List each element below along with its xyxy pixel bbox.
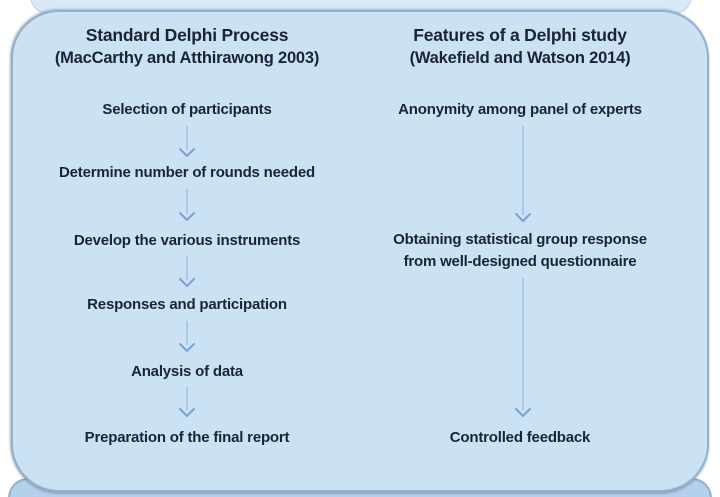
- down-arrow-icon: [514, 126, 532, 223]
- flow-step: Preparation of the final report: [84, 429, 290, 446]
- flow-step: Determine number of rounds needed: [59, 164, 315, 181]
- flow-step: Controlled feedback: [449, 429, 591, 446]
- left-column-citation: (MacCarthy and Atthirawong 2003): [54, 49, 320, 67]
- down-arrow-icon: [178, 126, 196, 158]
- left-column-standard-delphi-process: Standard Delphi Process (MacCarthy and A…: [27, 0, 347, 497]
- right-column-title: Features of a Delphi study: [413, 25, 627, 45]
- down-arrow-icon: [178, 256, 196, 288]
- down-arrow-icon: [178, 321, 196, 353]
- flow-step: Anonymity among panel of experts: [398, 101, 642, 118]
- down-arrow-icon: [178, 189, 196, 222]
- down-arrow-icon: [178, 387, 196, 418]
- flow-step: Analysis of data: [131, 363, 243, 380]
- flow-step: Responses and participation: [87, 296, 287, 313]
- right-column-citation: (Wakefield and Watson 2014): [409, 49, 631, 67]
- flow-step: Develop the various instruments: [73, 232, 301, 249]
- down-arrow-icon: [514, 278, 532, 418]
- flow-step: Obtaining statistical group response fro…: [393, 231, 647, 270]
- right-column-delphi-features: Features of a Delphi study (Wakefield an…: [370, 0, 670, 497]
- flow-step: Selection of participants: [102, 101, 272, 118]
- diagram-panel: [11, 10, 709, 492]
- left-column-title: Standard Delphi Process: [85, 25, 289, 45]
